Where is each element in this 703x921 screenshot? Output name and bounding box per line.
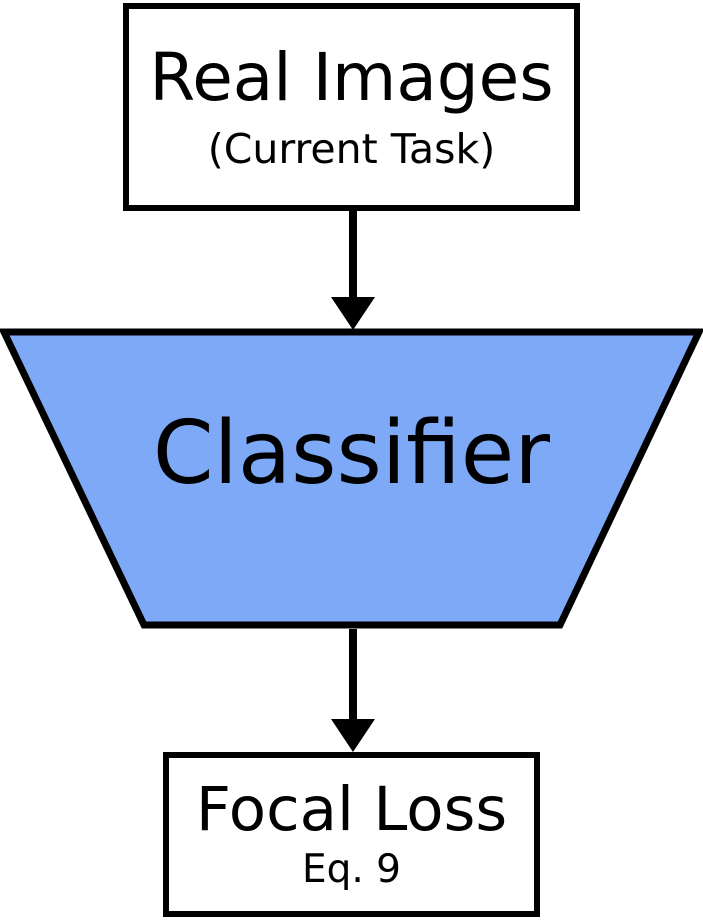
- real-images-title: Real Images: [149, 38, 554, 116]
- classifier-label: Classifier: [152, 402, 551, 504]
- arrow-real-images-to-classifier: [331, 211, 375, 330]
- arrowhead-icon: [331, 719, 375, 752]
- classifier-trapezoid-shape: [0, 328, 703, 629]
- arrow-classifier-to-focal-loss: [331, 629, 375, 752]
- focal-loss-title: Focal Loss: [195, 774, 508, 845]
- focal-loss-subtitle: Eq. 9: [301, 847, 401, 893]
- real-images-subtitle: (Current Task): [207, 125, 496, 174]
- classifier-node: [0, 328, 703, 629]
- arrowhead-icon: [331, 297, 375, 330]
- real-images-node: Real Images (Current Task): [123, 3, 580, 211]
- focal-loss-node: Focal Loss Eq. 9: [163, 752, 540, 917]
